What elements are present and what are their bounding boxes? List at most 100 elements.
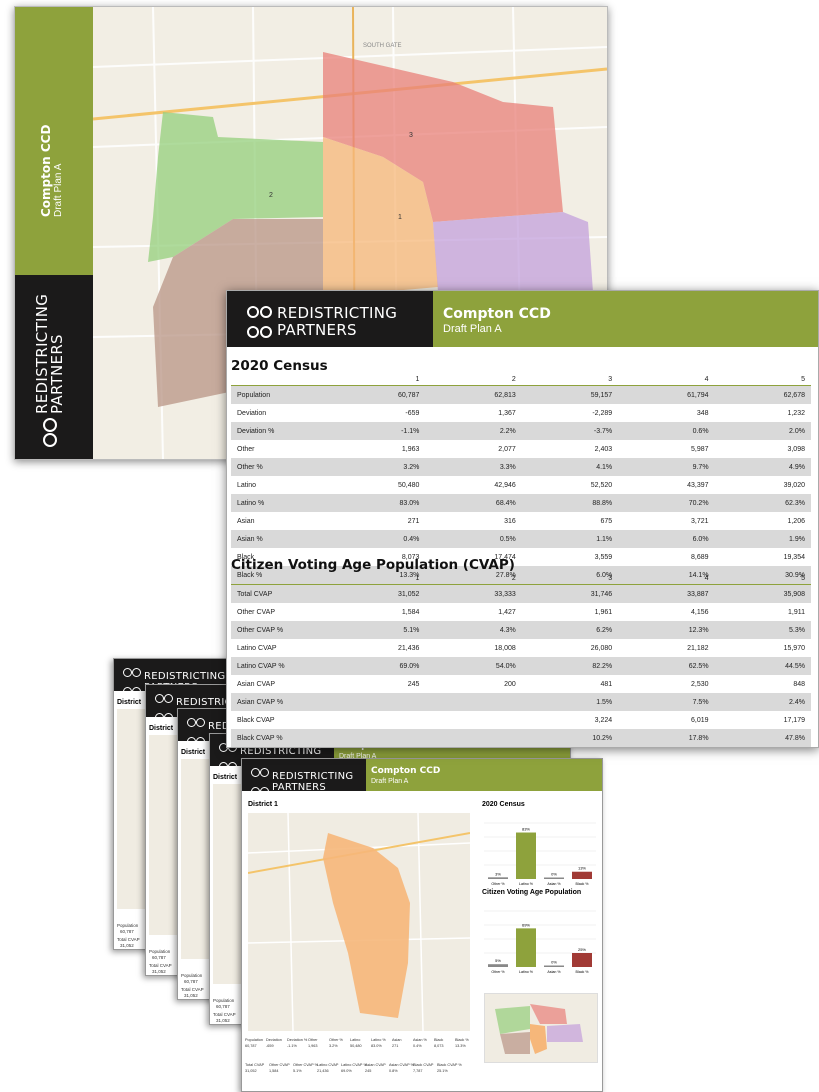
row-label: Other CVAP	[237, 608, 275, 616]
table-cell: 245	[407, 680, 420, 688]
table-cell: 83.0%	[329, 494, 426, 512]
district-page-logo: REDISTRICTING PARTNERS	[242, 759, 366, 797]
table-cell: 33,333	[425, 584, 522, 603]
row-label: Latino	[237, 481, 257, 489]
table-cell: 5.3%	[714, 621, 811, 639]
locator-district-4-shape	[547, 1024, 583, 1042]
table-cell: 31,746	[521, 584, 619, 603]
table-report-subtitle: Draft Plan A	[443, 323, 502, 335]
table-header-logo: REDISTRICTING PARTNERS	[227, 291, 433, 347]
census-bar	[572, 871, 592, 879]
table-cell: 21,436	[397, 644, 420, 652]
row-label: Latino CVAP	[237, 644, 277, 652]
map-place-label: SOUTH GATE	[363, 43, 402, 49]
brand-ball-icon	[155, 690, 173, 727]
summary-header: Latino CVAP	[317, 1063, 339, 1067]
cvap-bar	[544, 965, 564, 967]
brand-ball-icon	[251, 764, 269, 801]
table-cell: 59,157	[521, 385, 619, 404]
table-cell: 0.6%	[618, 422, 715, 440]
cvap-header-blank	[231, 572, 329, 585]
district-page-title-bar: Compton CCD Draft Plan A	[366, 759, 602, 791]
table-report-title: Compton CCD	[443, 306, 551, 322]
summary-value: 271	[392, 1044, 399, 1048]
table-cell: 675	[600, 517, 613, 525]
table-cell: 1.1%	[521, 530, 619, 548]
district-3-shape[interactable]	[323, 52, 563, 222]
table-row: Other %3.2%3.3%4.1%9.7%4.9%	[231, 458, 811, 476]
row-label: Latino CVAP %	[231, 657, 329, 675]
summary-peek-population: Population	[149, 949, 171, 954]
district-1-shape[interactable]	[323, 137, 438, 297]
summary-peek-population: Population	[117, 923, 139, 928]
district-4-shape[interactable]	[433, 212, 593, 292]
census-chart-title: 2020 Census	[482, 801, 525, 808]
summary-header: Black	[434, 1038, 444, 1042]
row-label: Asian CVAP %	[231, 693, 329, 711]
table-cell: -659	[405, 409, 420, 417]
district-1-shape[interactable]	[323, 833, 410, 1018]
table-cell: 5,987	[691, 445, 709, 453]
district-1-map-svg	[248, 813, 470, 1031]
summary-header: Other CVAP	[269, 1063, 290, 1067]
brand-line-2: PARTNERS	[48, 334, 66, 414]
table-row: Asian CVAP %1.5%7.5%2.4%	[231, 693, 811, 711]
brand-line-2: PARTNERS	[272, 782, 327, 793]
table-cell: 1,961	[594, 608, 613, 616]
table-cell: 1,911	[788, 608, 805, 616]
table-cell: 8,073	[401, 553, 420, 561]
row-label: Asian	[237, 517, 255, 525]
brand-line-1: REDISTRICTING	[144, 671, 226, 682]
map-sidebar-title-block: Compton CCD Draft Plan A	[39, 125, 64, 217]
summary-value: -659	[266, 1044, 274, 1048]
summary-header: Latino	[350, 1038, 361, 1042]
table-cell: 47.8%	[714, 729, 811, 747]
summary-header: Latino CVAP %	[341, 1063, 367, 1067]
summary-value: 1,584	[269, 1069, 279, 1073]
row-label: Other CVAP %	[231, 621, 329, 639]
cvap-bar	[488, 964, 508, 967]
table-cell: 200	[504, 680, 516, 688]
cvap-bar-value-label: 25%	[578, 947, 586, 952]
census-bar	[544, 877, 564, 879]
table-cell: 3.3%	[425, 458, 522, 476]
summary-peek-population: Population	[181, 973, 203, 978]
cvap-bar-value-label: 69%	[522, 922, 530, 927]
census-column-header: 3	[521, 373, 619, 386]
table-cell: 348	[696, 409, 709, 417]
table-cell: -1.1%	[329, 422, 426, 440]
table-cell: 271	[407, 517, 420, 525]
table-cell: 1.9%	[714, 530, 811, 548]
summary-peek-total-cvap: Total CVAP	[149, 963, 172, 968]
row-label: Deviation %	[231, 422, 329, 440]
summary-peek-total-cvap: Total CVAP	[117, 937, 140, 942]
table-cell: 3,224	[594, 716, 613, 724]
table-cell: 1,427	[498, 608, 516, 616]
table-cell: 31,052	[329, 584, 426, 603]
summary-value: 13.3%	[455, 1044, 466, 1048]
table-row: Black CVAP %10.2%17.8%47.8%	[231, 729, 811, 747]
table-cell: 21,182	[687, 644, 709, 652]
table-cell: 62,678	[714, 385, 811, 404]
table-cell: -3.7%	[521, 422, 619, 440]
summary-header: Asian %	[413, 1038, 427, 1042]
summary-peek-population-value: 60,787	[184, 979, 198, 984]
table-cell: 1,584	[401, 608, 420, 616]
brand-ball-icon	[123, 664, 141, 701]
census-bar-category-label: Other %	[491, 882, 505, 886]
census-bar-value-label: 0%	[551, 872, 557, 877]
cvap-bar-value-label: 5%	[495, 958, 501, 963]
district-2-shape[interactable]	[148, 112, 323, 262]
locator-district-1-shape	[530, 1024, 547, 1054]
summary-peek-total-cvap: Total CVAP	[181, 987, 204, 992]
table-cell: 62,813	[425, 385, 522, 404]
table-cell: 70.2%	[618, 494, 715, 512]
cvap-bar-value-label: 0%	[551, 960, 557, 965]
district-label-1: 1	[398, 214, 402, 221]
